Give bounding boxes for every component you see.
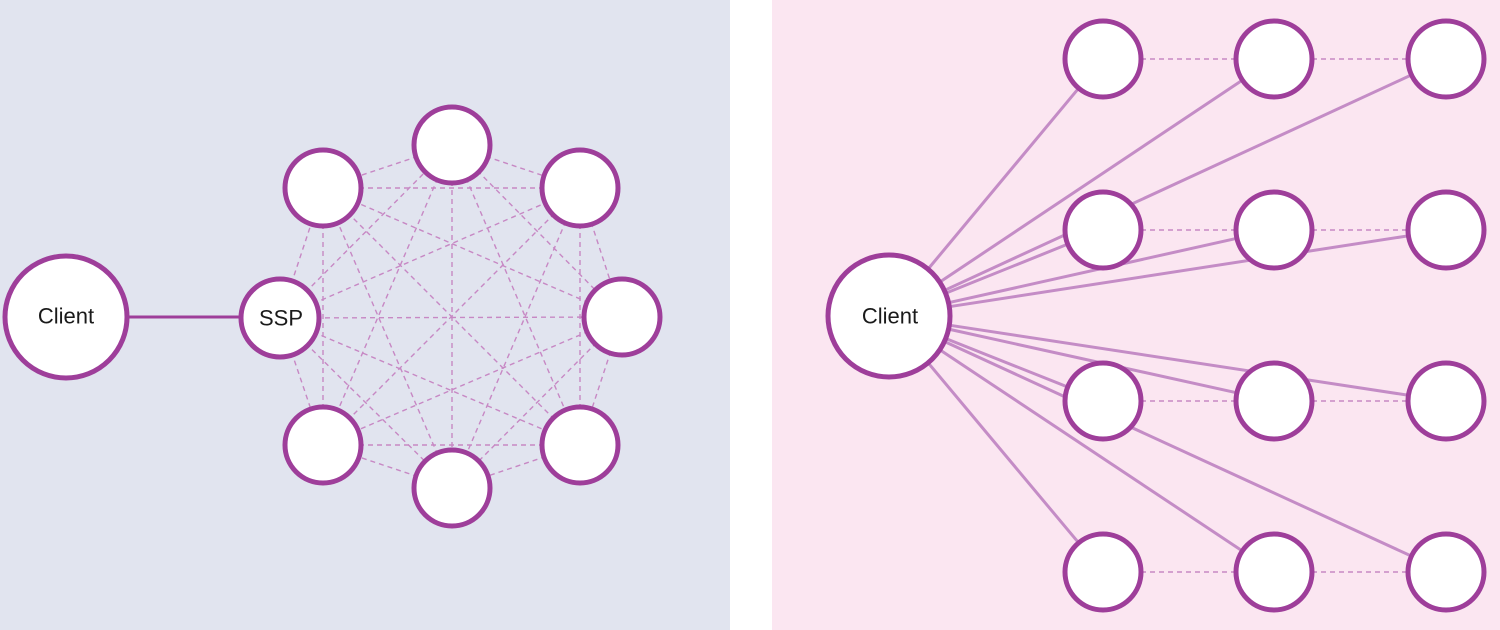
right-panel: Client [772, 0, 1500, 630]
client-node-label: Client [862, 304, 918, 329]
mesh-link [322, 316, 623, 446]
client-fan-link [949, 234, 1409, 309]
grid-node [1405, 18, 1487, 100]
client-node-right: Client [825, 252, 953, 380]
peer-node [282, 404, 364, 486]
grid-node [1062, 531, 1144, 613]
client-fan-link [948, 327, 1238, 395]
ssp-node: SSP [238, 276, 322, 360]
grid-node [1233, 189, 1315, 271]
peer-node [581, 276, 663, 358]
client-fan-link [943, 73, 1413, 292]
grid-node [1405, 531, 1487, 613]
client-fan-link [926, 87, 1080, 271]
client-fan-links [926, 73, 1413, 558]
peer-node [539, 147, 621, 229]
grid-node [1233, 360, 1315, 442]
client-fan-link [949, 323, 1409, 397]
grid-nodes [1062, 18, 1487, 613]
client-fan-link [945, 337, 1069, 389]
client-fan-link [943, 340, 1413, 558]
peer-node [282, 147, 364, 229]
client-fan-link [948, 236, 1238, 305]
mesh-link [322, 187, 453, 489]
client-fan-link [926, 361, 1080, 544]
peer-nodes [282, 104, 663, 529]
grid-node [1233, 18, 1315, 100]
client-fan-link [945, 242, 1069, 295]
client-fan-link [938, 348, 1244, 553]
mesh-link [322, 187, 623, 318]
client-node-circle [825, 252, 953, 380]
mesh-link [451, 144, 581, 446]
grid-node [1233, 531, 1315, 613]
grid-node [1062, 360, 1144, 442]
client-fan-link [938, 78, 1244, 284]
ssp-node-label: SSP [259, 306, 303, 331]
grid-node [1405, 189, 1487, 271]
ssp-node-circle [238, 276, 322, 360]
mesh-link [279, 317, 581, 446]
mesh-link [322, 187, 581, 446]
mesh-link [451, 187, 581, 489]
left-panel: Client SSP [0, 0, 730, 630]
client-node-label: Client [38, 304, 94, 329]
grid-dashed-links [1141, 58, 1408, 573]
peer-node [411, 104, 493, 186]
grid-node [1062, 18, 1144, 100]
client-node-circle [2, 253, 130, 381]
mesh-link [322, 144, 453, 446]
peer-node [411, 447, 493, 529]
grid-node [1062, 189, 1144, 271]
peer-node [539, 404, 621, 486]
mesh-link [279, 187, 581, 319]
client-node: Client [2, 253, 130, 381]
grid-node [1405, 360, 1487, 442]
